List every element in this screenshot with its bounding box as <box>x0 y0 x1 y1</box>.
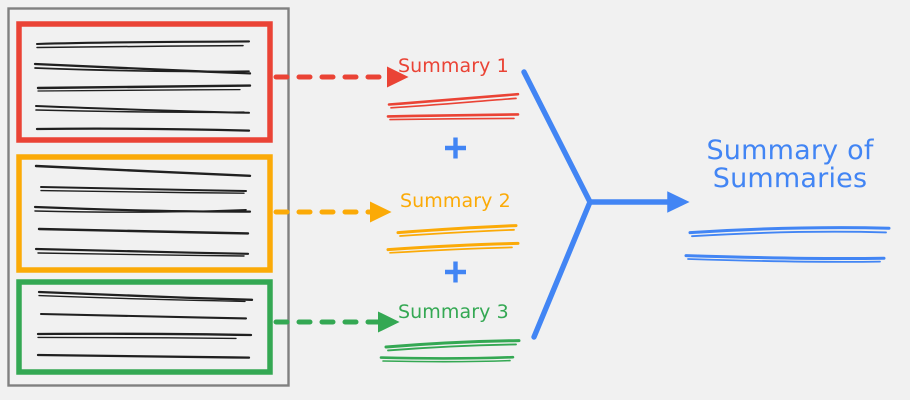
chunk-1-box <box>16 21 273 143</box>
merge-arrow-blue <box>521 69 593 340</box>
summary-3-label: Summary 3 <box>398 301 509 323</box>
chunk-3-text-lines <box>36 290 254 359</box>
merge-branch-bottom <box>531 199 593 340</box>
document-chunk-2 <box>16 154 273 273</box>
document-panel-frame <box>7 7 290 387</box>
merge-branch-top <box>521 69 593 205</box>
chunk-1-text-lines <box>33 40 252 132</box>
plus-icon-2 <box>445 261 466 283</box>
plus-icon-1 <box>445 137 466 159</box>
summary-1-label: Summary 1 <box>398 55 509 77</box>
chunk-2-text-lines <box>33 164 252 257</box>
document-chunk-3 <box>16 279 273 375</box>
summary-1-squiggles <box>386 92 520 121</box>
final-summary-label: Summary of Summaries <box>690 135 890 195</box>
final-summary-line-1: Summary of <box>706 135 874 166</box>
chunk-2-box <box>16 154 273 273</box>
summary-2-squiggles <box>386 224 520 254</box>
final-summary-squiggles <box>684 226 891 263</box>
summary-3-squiggles <box>379 339 521 363</box>
final-summary-line-2: Summaries <box>712 163 868 195</box>
chunk-3-box <box>16 279 273 375</box>
summary-2-label: Summary 2 <box>400 190 511 212</box>
document-chunk-1 <box>16 21 273 143</box>
